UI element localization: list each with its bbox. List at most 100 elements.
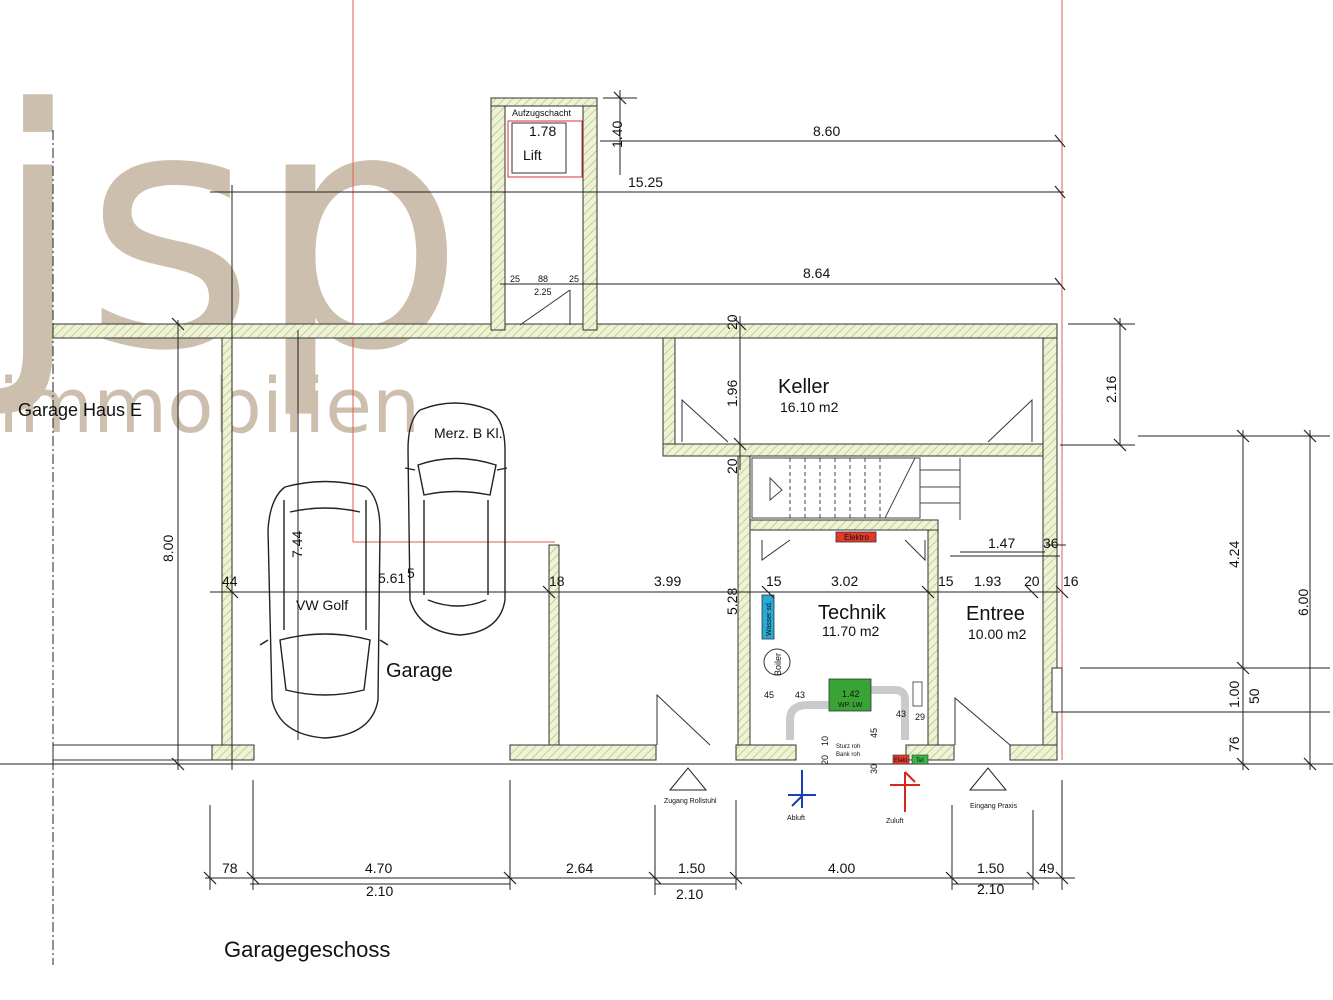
- dim-15a: 15: [766, 573, 782, 589]
- dim-150a: 1.50: [678, 860, 705, 876]
- lift-cabin-outline: [507, 120, 583, 178]
- wall-bottom-2: [509, 744, 657, 761]
- elektro-panel-top: [835, 531, 877, 543]
- wall-lift-top: [490, 97, 598, 107]
- watermark-logo: jsp: [0, 39, 465, 423]
- room-entree-area: 10.00 m2: [968, 626, 1027, 642]
- dim-43: 43: [795, 690, 805, 700]
- heat-pump-size: 1.42: [842, 689, 860, 699]
- watermark-subtitle: immobilien: [0, 361, 420, 450]
- dim-78: 78: [222, 860, 238, 876]
- wall-stair-bottom: [749, 519, 939, 531]
- abluft-label: Abluft: [787, 815, 805, 822]
- dim-150b: 1.50: [977, 860, 1004, 876]
- zuluft-symbol: [890, 771, 920, 812]
- property-lines: [352, 0, 1063, 760]
- dim-744: 7.44: [289, 531, 305, 558]
- dim-860: 8.60: [813, 123, 840, 139]
- elektro-box-bottom-label: Elekt: [894, 758, 908, 764]
- dim-100: 1.00: [1226, 681, 1242, 708]
- tel-box-label: Tel: [916, 758, 924, 764]
- room-entree-name: Entree: [966, 603, 1025, 625]
- dim-20v: 20: [820, 755, 830, 765]
- car-merz: [404, 402, 508, 636]
- zuluft-label: Zuluft: [886, 818, 904, 825]
- car-vwgolf-label: VW Golf: [296, 597, 348, 613]
- dim-470: 4.70: [365, 860, 392, 876]
- dim-25a: 25: [510, 274, 520, 284]
- dim-264: 2.64: [566, 860, 593, 876]
- dim-18: 18: [549, 573, 565, 589]
- sturz-label: Sturz roh: [836, 744, 860, 750]
- boiler-label: Boiler: [773, 653, 783, 676]
- dim-5: 5: [407, 565, 415, 581]
- dimension-labels: 1.40 8.60 15.25 25 88 25 2.25 8.64 20 1.…: [160, 121, 1311, 902]
- wall-top: [52, 323, 1058, 339]
- wall-bottom-1: [211, 744, 255, 761]
- dim-196: 1.96: [724, 380, 740, 407]
- dim-25b: 25: [569, 274, 579, 284]
- dim-864: 8.64: [803, 265, 830, 281]
- dim-147: 1.47: [988, 535, 1015, 551]
- dim-528: 5.28: [724, 588, 740, 615]
- elektro-box-bottom: [892, 754, 910, 765]
- room-keller-name: Keller: [778, 376, 829, 398]
- room-labels: Keller 16.10 m2 Technik 11.70 m2 Entree …: [18, 376, 1027, 962]
- tel-box: [911, 754, 929, 765]
- wasser-panel: [761, 594, 775, 640]
- dim-15b: 15: [938, 573, 954, 589]
- walls: [52, 97, 1058, 761]
- dim-210a: 2.10: [366, 883, 393, 899]
- watermark: jsp immobilien: [0, 39, 465, 450]
- car-vwgolf: [259, 480, 389, 739]
- dim-210c: 2.10: [977, 881, 1004, 897]
- wall-keller-bottom: [662, 443, 1058, 457]
- dim-193: 1.93: [974, 573, 1001, 589]
- garage-haus-label: Garage Haus E: [18, 400, 142, 420]
- dim-45v: 45: [869, 728, 879, 738]
- wall-technik-right: [927, 529, 939, 761]
- entrance-praxis-icon: [968, 767, 1008, 791]
- dimension-ticks: [171, 91, 1317, 885]
- room-technik-area: 11.70 m2: [822, 623, 880, 639]
- dim-45: 45: [764, 690, 774, 700]
- wall-keller-left: [662, 337, 676, 451]
- dim-43b: 43: [896, 709, 906, 719]
- entrance-rollstuhl-icon: [668, 767, 708, 791]
- dim-30v: 30: [869, 764, 879, 774]
- dim-88: 88: [538, 274, 548, 284]
- window-right: [1051, 667, 1063, 713]
- dim-44: 44: [222, 573, 238, 589]
- heat-pump-label: WP. LW: [838, 702, 863, 709]
- dim-29: 29: [915, 712, 925, 722]
- lift-label: Lift: [523, 147, 542, 163]
- wall-lift-right: [582, 97, 598, 331]
- room-technik-name: Technik: [818, 602, 887, 624]
- dim-76: 76: [1226, 736, 1242, 752]
- reference-lines: [0, 130, 1333, 965]
- dim-399: 3.99: [654, 573, 681, 589]
- dim-225: 2.25: [534, 287, 552, 297]
- heat-pump: [828, 678, 872, 712]
- dim-302: 3.02: [831, 573, 858, 589]
- entrance-praxis-label: Eingang Praxis: [970, 803, 1018, 810]
- dim-50: 50: [1246, 688, 1262, 704]
- dim-600: 6.00: [1295, 589, 1311, 616]
- boiler-icon: [763, 648, 791, 676]
- entrances: Zugang Rollstuhl Eingang Praxis: [664, 767, 1018, 810]
- bank-label: Bank roh: [836, 752, 860, 758]
- dimension-lines: [177, 90, 1330, 895]
- wall-bottom-5: [1009, 744, 1058, 761]
- dim-20b: 20: [724, 458, 740, 474]
- dim-424: 4.24: [1226, 541, 1242, 568]
- entrance-rollstuhl-label: Zugang Rollstuhl: [664, 798, 717, 805]
- dim-1525: 15.25: [628, 174, 663, 190]
- dim-561: 5.61: [378, 570, 405, 586]
- lift-width-label: 1.78: [529, 123, 556, 139]
- dim-16: 16: [1063, 573, 1079, 589]
- car-merz-label: Merz. B Kl.: [434, 425, 502, 441]
- plan-caption: Garagegeschoss: [224, 937, 390, 962]
- dim-49: 49: [1039, 860, 1055, 876]
- dim-10v: 10: [820, 736, 830, 746]
